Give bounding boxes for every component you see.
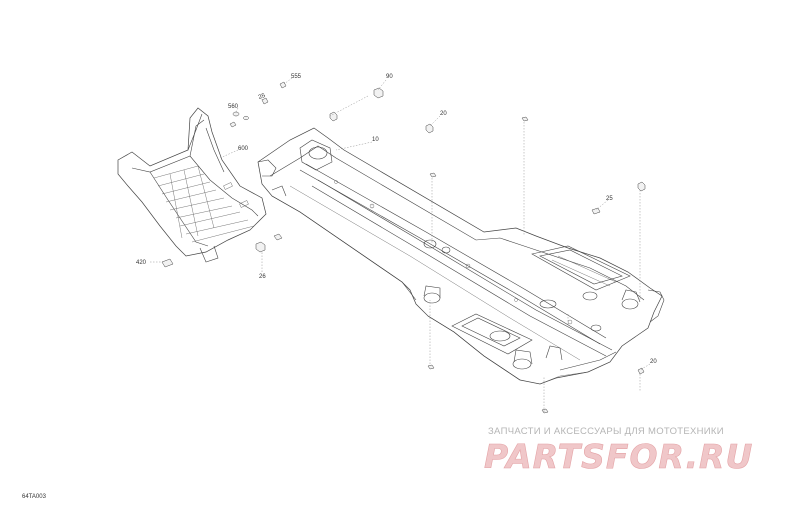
callout-26: 26 — [259, 274, 266, 280]
callout-560: 560 — [228, 104, 239, 110]
belly-pan-hardware — [329, 87, 646, 414]
front-skid-plate — [117, 107, 267, 263]
belly-pan — [257, 127, 665, 385]
callout-labels: 555 560 25 600 420 26 90 20 10 25 20 — [136, 74, 657, 365]
callout-90: 90 — [386, 74, 393, 80]
callout-25-upper: 25 — [258, 93, 267, 101]
callout-555: 555 — [291, 74, 302, 80]
callout-420: 420 — [136, 260, 147, 266]
callout-20-top: 20 — [440, 111, 447, 117]
callout-10: 10 — [372, 137, 379, 143]
leader-lines — [150, 77, 651, 412]
callout-600: 600 — [238, 146, 249, 152]
callout-20-right: 20 — [650, 359, 657, 365]
callout-25-right: 25 — [606, 196, 613, 202]
skid-plate-hardware — [161, 81, 287, 268]
diagram-reference-code: 64TA003 — [22, 494, 46, 500]
watermark-tagline: ЗАПЧАСТИ И АКСЕССУАРЫ ДЛЯ МОТОТЕХНИКИ — [488, 426, 724, 437]
watermark-logo: PARTSFOR.RU — [484, 437, 754, 477]
